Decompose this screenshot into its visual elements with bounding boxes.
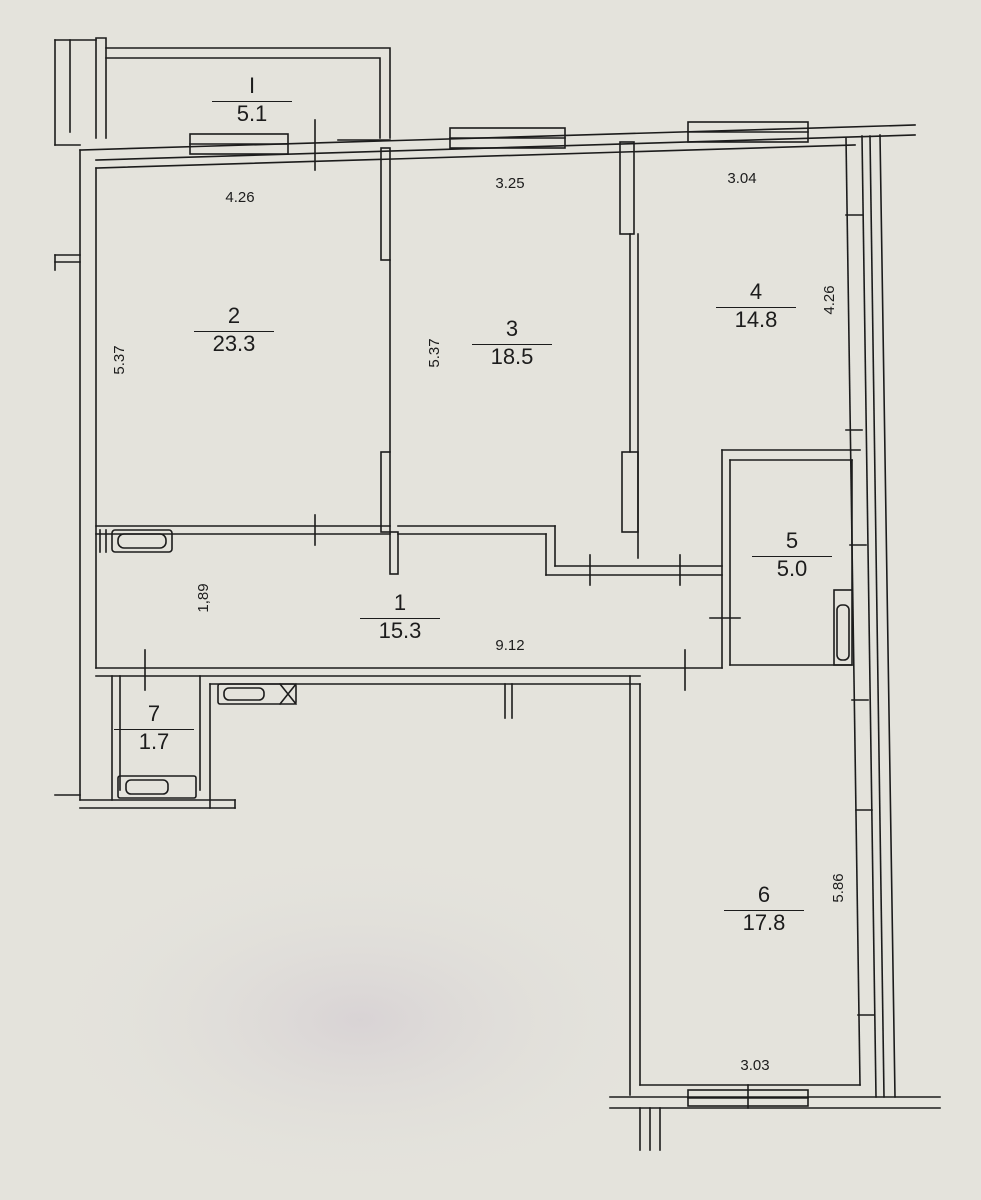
room-number: 3 bbox=[505, 316, 519, 341]
wall-room2-room3 bbox=[380, 147, 399, 575]
outer-wall-east bbox=[845, 134, 896, 1098]
dimension-hall-length: 9.12 bbox=[495, 637, 525, 654]
room-area: 1.7 bbox=[114, 729, 194, 753]
dimension-room3-width: 3.25 bbox=[495, 175, 525, 192]
room-label-balcony: I 5.1 bbox=[212, 75, 292, 127]
wall-hall-south bbox=[95, 649, 723, 719]
balcony-walls bbox=[54, 37, 391, 146]
dimension-room2-length: 5.37 bbox=[111, 345, 128, 375]
dimension-room4-length: 4.26 bbox=[821, 285, 838, 315]
room-number: 1 bbox=[393, 590, 407, 615]
paper-stain bbox=[30, 840, 690, 1200]
dimension-hall-width: 1,89 bbox=[195, 583, 212, 613]
room-label-1: 1 15.3 bbox=[360, 592, 440, 644]
dimension-room2-width: 4.26 bbox=[225, 189, 255, 206]
dimension-room3-length: 5.37 bbox=[426, 338, 443, 368]
room-label-2: 2 23.3 bbox=[194, 305, 274, 357]
room-number: 2 bbox=[227, 303, 241, 328]
room-number: 7 bbox=[147, 701, 161, 726]
room-number: 4 bbox=[749, 279, 763, 304]
room-label-7: 7 1.7 bbox=[114, 703, 194, 755]
room-number: I bbox=[248, 73, 256, 98]
outer-wall-north bbox=[79, 119, 916, 171]
wall-room6 bbox=[609, 675, 941, 1151]
room-area: 14.8 bbox=[716, 307, 796, 331]
wall-hall-north bbox=[95, 514, 723, 586]
room-area: 5.1 bbox=[212, 101, 292, 125]
room-area: 5.0 bbox=[752, 556, 832, 580]
room-area: 15.3 bbox=[360, 618, 440, 642]
outer-wall-west bbox=[54, 149, 97, 801]
room-label-3: 3 18.5 bbox=[472, 318, 552, 370]
dimension-room4-width: 3.04 bbox=[727, 170, 757, 187]
room-number: 5 bbox=[785, 528, 799, 553]
room-label-4: 4 14.8 bbox=[716, 281, 796, 333]
wall-room7 bbox=[79, 675, 236, 809]
dimension-room6-length: 5.86 bbox=[830, 873, 847, 903]
room-label-5: 5 5.0 bbox=[752, 530, 832, 582]
room-area: 18.5 bbox=[472, 344, 552, 368]
room-area: 23.3 bbox=[194, 331, 274, 355]
dimension-room6-width: 3.03 bbox=[740, 1057, 770, 1074]
wall-room3-room4 bbox=[619, 141, 639, 559]
room-label-6: 6 17.8 bbox=[724, 884, 804, 936]
room-number: 6 bbox=[757, 882, 771, 907]
room-area: 17.8 bbox=[724, 910, 804, 934]
